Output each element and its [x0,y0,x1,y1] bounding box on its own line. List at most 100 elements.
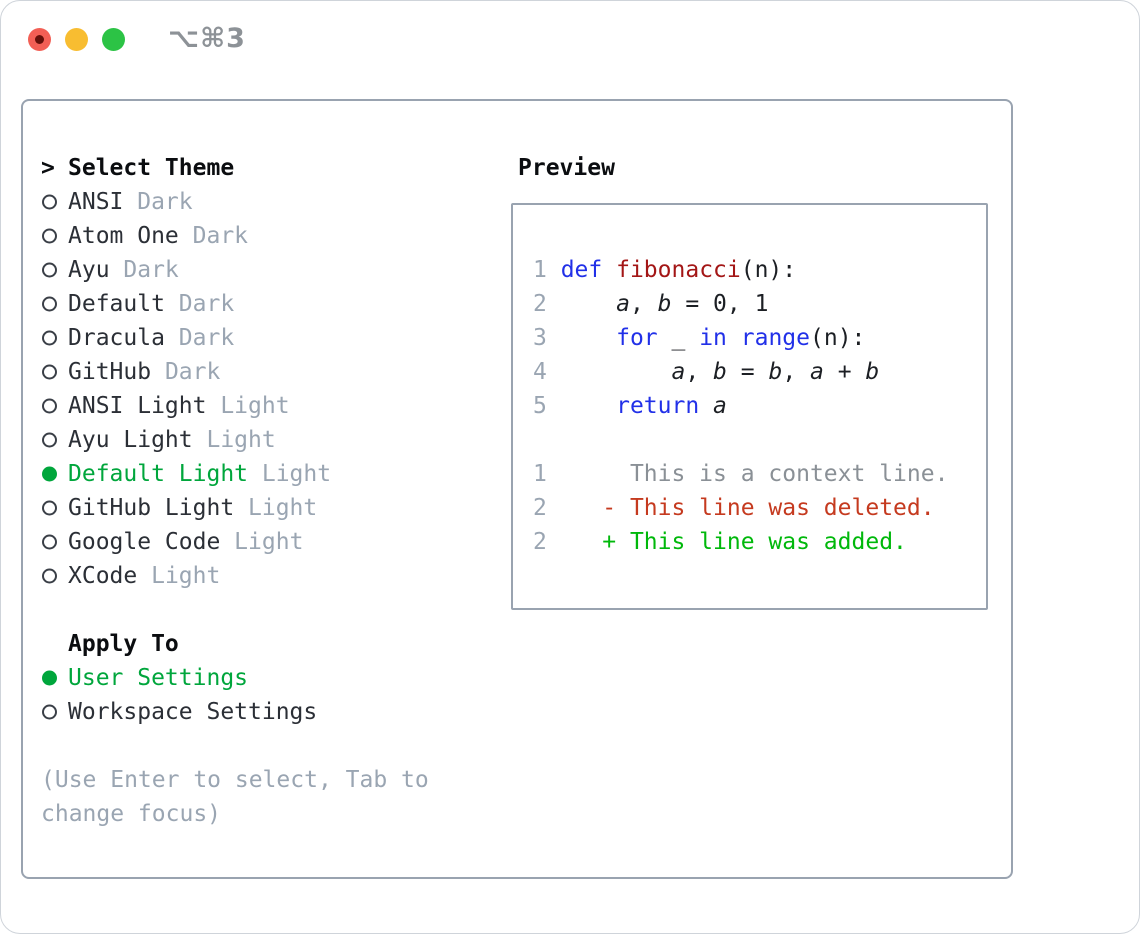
theme-variant-label: Light [234,495,318,521]
code-token-pl: (n): [810,325,866,351]
radio-icon [42,228,57,244]
code-token-pl: , [629,291,658,317]
code-token-pl: + [823,359,866,385]
theme-variant-label: Light [220,529,304,555]
radio-icon [42,568,57,584]
code-token-pl [699,393,713,419]
code-token-var: a [616,291,630,317]
theme-variant-label: Dark [109,257,179,283]
theme-option-ansi-light[interactable]: ANSI Light Light [41,389,491,423]
theme-option-google-code[interactable]: Google Code Light [41,525,491,559]
code-token-pl: (n): [740,257,797,283]
select-theme-header: > Select Theme [41,151,491,185]
theme-option-label: Ayu [68,257,110,283]
code-token-var: a [671,359,686,385]
code-token-pl: , [685,359,714,385]
code-token-pl: _ [657,325,700,351]
theme-option-label: ANSI Light [68,393,207,419]
code-token-pl: = 0, 1 [671,291,769,317]
preview-box: 1 def fibonacci(n): 2 a, b = 0, 1 3 for … [511,203,988,610]
theme-variant-label: Dark [151,359,221,385]
code-token-var: a [810,359,824,385]
radio-icon [42,398,57,414]
code-token-kw: def [560,257,603,283]
apply-option-user-settings[interactable]: User Settings [41,661,491,695]
theme-option-github[interactable]: GitHub Dark [41,355,491,389]
theme-option-github-light[interactable]: GitHub Light Light [41,491,491,525]
code-token-var: b [865,359,880,385]
theme-variant-label: Light [192,427,276,453]
focus-caret-icon: > [41,155,55,181]
line-number: 5 [533,393,561,419]
theme-option-label: Google Code [68,529,221,555]
spacer [41,729,491,763]
theme-option-atom-one[interactable]: Atom One Dark [41,219,491,253]
theme-option-default-light[interactable]: Default Light Light [41,457,491,491]
theme-option-label: GitHub Light [68,495,235,521]
close-active-dot-icon [35,35,44,44]
theme-option-label: GitHub [68,359,152,385]
radio-icon [42,364,57,380]
theme-variant-label: Light [137,563,221,589]
line-number: 2 [533,529,561,555]
keyboard-hint-line: change focus) [41,801,222,827]
code-token-var: b [768,359,783,385]
code-token-pl: = [726,359,769,385]
line-number: 1 [533,257,561,283]
minimize-button[interactable] [65,28,88,51]
code-token-fn: fibonacci [616,257,741,283]
apply-option-label: User Settings [68,665,249,691]
line-number: 1 [533,461,561,487]
code-token-kw: for [616,325,658,351]
code-token-kw: range [740,325,810,351]
theme-variant-label: Dark [123,189,193,215]
close-button[interactable] [28,28,51,51]
line-number: 2 [533,291,561,317]
code-token-pl [561,359,672,385]
radio-selected-icon [42,670,57,686]
code-token-pl [602,257,616,283]
theme-option-ansi[interactable]: ANSI Dark [41,185,491,219]
radio-icon [42,704,57,720]
apply-option-workspace-settings[interactable]: Workspace Settings [41,695,491,729]
radio-icon [42,500,57,516]
code-token-pl [561,325,616,351]
theme-option-label: Default [68,291,165,317]
theme-option-label: Dracula [68,325,165,351]
theme-option-ayu-light[interactable]: Ayu Light Light [41,423,491,457]
code-token-kw: in [699,325,727,351]
code-token-var: a [713,393,727,419]
code-token-pl [561,393,616,419]
code-token-add: + This line was added. [560,529,907,555]
keyboard-hint-line: (Use Enter to select, Tab to [41,767,429,793]
window-title: ⌥⌘3 [168,23,246,54]
maximize-button[interactable] [102,28,125,51]
line-number: 3 [533,325,561,351]
line-number: 4 [533,359,561,385]
theme-variant-label: Dark [164,325,235,351]
theme-option-default[interactable]: Default Dark [41,287,491,321]
keyboard-hint: (Use Enter to select, Tab to change focus… [41,763,491,831]
radio-icon [42,432,57,448]
code-token-pl [561,291,616,317]
theme-option-ayu[interactable]: Ayu Dark [41,253,491,287]
apply-to-title: Apply To [68,631,179,657]
theme-option-xcode[interactable]: XCode Light [41,559,491,593]
code-preview: 1 def fibonacci(n): 2 a, b = 0, 1 3 for … [513,205,986,559]
code-token-del: - This line was deleted. [560,495,935,521]
radio-icon [42,194,57,210]
theme-option-label: XCode [68,563,138,589]
theme-variant-label: Dark [164,291,235,317]
theme-option-label: ANSI [68,189,124,215]
theme-variant-label: Light [248,461,332,487]
code-token-pl: , [782,359,811,385]
theme-option-dracula[interactable]: Dracula Dark [41,321,491,355]
line-number: 2 [533,495,561,521]
apply-to-header: Apply To [41,627,491,661]
select-theme-title: Select Theme [68,155,235,181]
radio-icon [42,534,57,550]
